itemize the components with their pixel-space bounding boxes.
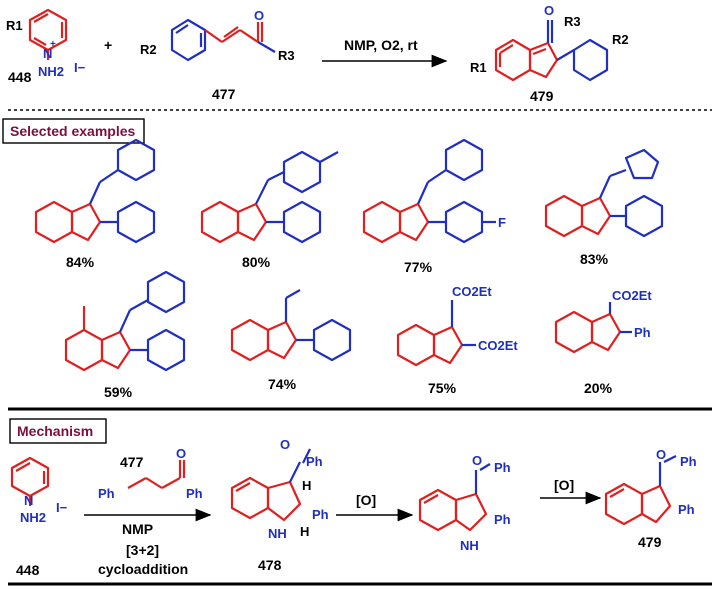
yield-8: 20% <box>584 380 613 396</box>
int-oxygen: O <box>280 437 290 452</box>
example-6 <box>230 289 352 362</box>
yield-1: 84% <box>66 254 95 270</box>
chalcone-477 <box>170 18 276 62</box>
nh2-label: NH2 <box>38 64 64 79</box>
r2-label: R2 <box>140 42 157 57</box>
mech-478-label: 478 <box>258 557 282 573</box>
mech-oxygen: O <box>176 446 186 461</box>
phenyl-label: Ph <box>634 325 651 340</box>
int-h-1: H <box>302 478 311 493</box>
dihydro-nh: NH <box>460 538 479 553</box>
pyridinium-salt-448 <box>28 8 68 60</box>
final-ph-1: Ph <box>680 454 697 469</box>
iodide-label: I− <box>74 60 86 75</box>
mech-cyclo-word: cycloaddition <box>98 561 188 577</box>
mechanism-title: Mechanism <box>17 423 93 439</box>
mech-reagent-ph-right: Ph <box>186 486 203 501</box>
yield-7: 75% <box>428 380 457 396</box>
mechanism-title-box <box>9 418 107 444</box>
examples-title: Selected examples <box>10 123 136 139</box>
example-2 <box>200 150 339 244</box>
mech-reagent-id: 477 <box>120 454 144 470</box>
example-1 <box>34 138 156 244</box>
yield-3: 77% <box>404 259 433 275</box>
conditions-label: NMP, O2, rt <box>344 37 418 53</box>
r3-label: R3 <box>278 48 295 63</box>
yield-2: 80% <box>242 254 271 270</box>
plus-charge: + <box>50 39 56 50</box>
mech-479-label: 479 <box>638 534 662 550</box>
yield-4: 83% <box>580 251 609 267</box>
oxygen-label-product: O <box>544 3 554 18</box>
mech-448-label: 448 <box>16 562 40 578</box>
compound-448-label: 448 <box>8 69 32 85</box>
final-ph-2: Ph <box>678 502 695 517</box>
mech-reagent-chalcone <box>127 460 186 489</box>
ester-label-2: CO2Et <box>478 338 518 353</box>
plus-sign: + <box>104 37 112 53</box>
mech-reagent-ph-left: Ph <box>98 486 115 501</box>
dihydro-ph-2: Ph <box>494 512 511 527</box>
mech-oxidation-2: [O] <box>554 477 574 493</box>
example-4 <box>544 148 664 238</box>
yield-6: 74% <box>268 376 297 392</box>
example-7 <box>396 300 476 367</box>
compound-479-label: 479 <box>530 88 554 104</box>
ester-label-1: CO2Et <box>452 284 492 299</box>
mech-iodide-label: I− <box>56 500 68 515</box>
pyrazolopyridine-479 <box>494 20 609 82</box>
example-3 <box>362 138 496 244</box>
mech-cyclo-tag: [3+2] <box>126 542 159 558</box>
final-oxygen: O <box>656 447 666 462</box>
r1-label-product: R1 <box>470 60 487 75</box>
yield-5: 59% <box>104 384 133 400</box>
examples-title-box <box>2 118 145 144</box>
mech-nitrogen: N <box>24 493 33 508</box>
dihydro-oxygen: O <box>472 453 482 468</box>
r2-label-product: R2 <box>612 32 629 47</box>
intermediate-478 <box>230 448 311 522</box>
mech-pyridinium-448 <box>10 456 50 506</box>
r1-label: R1 <box>6 18 23 33</box>
mech-oxidation-1: [O] <box>356 492 376 508</box>
int-nh: NH <box>268 526 287 541</box>
nitrogen-plus: N <box>43 46 52 61</box>
dihydro-intermediate <box>418 463 491 532</box>
int-ph-2: Ph <box>312 507 329 522</box>
example-5 <box>64 270 186 372</box>
mech-solvent: NMP <box>122 521 153 537</box>
final-product-479 <box>604 455 677 526</box>
int-h-2: H <box>300 524 309 539</box>
compound-477-label: 477 <box>212 86 236 102</box>
dihydro-ph-1: Ph <box>494 460 511 475</box>
example-8 <box>554 302 632 354</box>
mech-nh2-label: NH2 <box>20 510 46 525</box>
ester-label-3: CO2Et <box>612 288 652 303</box>
int-ph-1: Ph <box>306 454 323 469</box>
fluoro-label: F <box>498 215 506 230</box>
oxygen-label: O <box>254 8 264 23</box>
r3-label-product: R3 <box>564 14 581 29</box>
